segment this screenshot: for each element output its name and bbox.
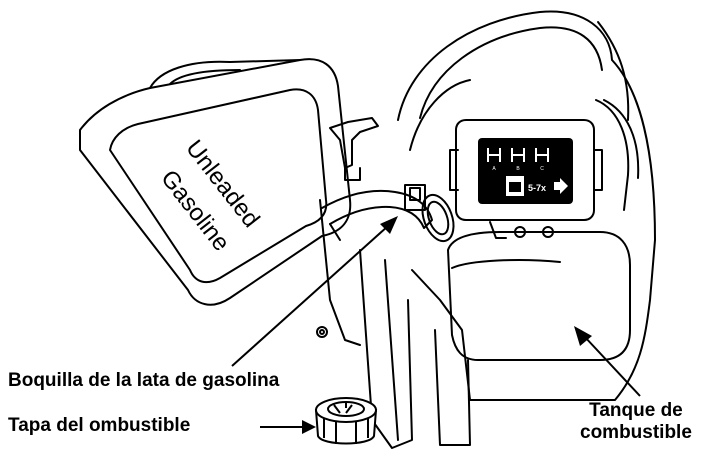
gas-can-spout xyxy=(321,189,433,229)
arrow-right-icon xyxy=(554,178,568,194)
tank-callout-line1: Tanque de xyxy=(589,400,683,421)
housing-ridge xyxy=(597,21,630,121)
gas-can-label-panel xyxy=(109,88,328,284)
filler-neck xyxy=(421,193,455,243)
engine-housing xyxy=(397,10,656,401)
prime-count: 5-7x xyxy=(528,183,546,193)
fuel-tank-callout: Tanque de combustible xyxy=(580,400,692,444)
switch-letter-a: A xyxy=(492,166,496,172)
switch-letter-c: C xyxy=(540,166,544,172)
fuel-tank xyxy=(447,231,631,361)
nozzle-callout: Boquilla de la lata de gasolina xyxy=(8,370,280,391)
tank-arrowhead xyxy=(574,326,592,346)
switch-letter-b: B xyxy=(516,166,520,172)
gas-can-body xyxy=(79,58,352,306)
tank-leader-line xyxy=(583,335,641,397)
fuel-cap-callout: Tapa del ombustible xyxy=(8,415,191,436)
tank-callout-line2: combustible xyxy=(580,422,692,443)
control-panel-frame xyxy=(455,119,595,221)
fuel-cap xyxy=(314,397,378,445)
gas-can-handle xyxy=(149,59,301,89)
control-panel-display xyxy=(478,138,573,204)
housing-inner-edge xyxy=(419,26,603,119)
nozzle-leader-line xyxy=(231,225,389,367)
handle-shaft xyxy=(359,249,413,449)
cap-arrowhead xyxy=(302,420,316,434)
starter-grip xyxy=(329,117,379,169)
switch-glyphs xyxy=(487,148,549,162)
nozzle-arrowhead xyxy=(380,216,398,234)
